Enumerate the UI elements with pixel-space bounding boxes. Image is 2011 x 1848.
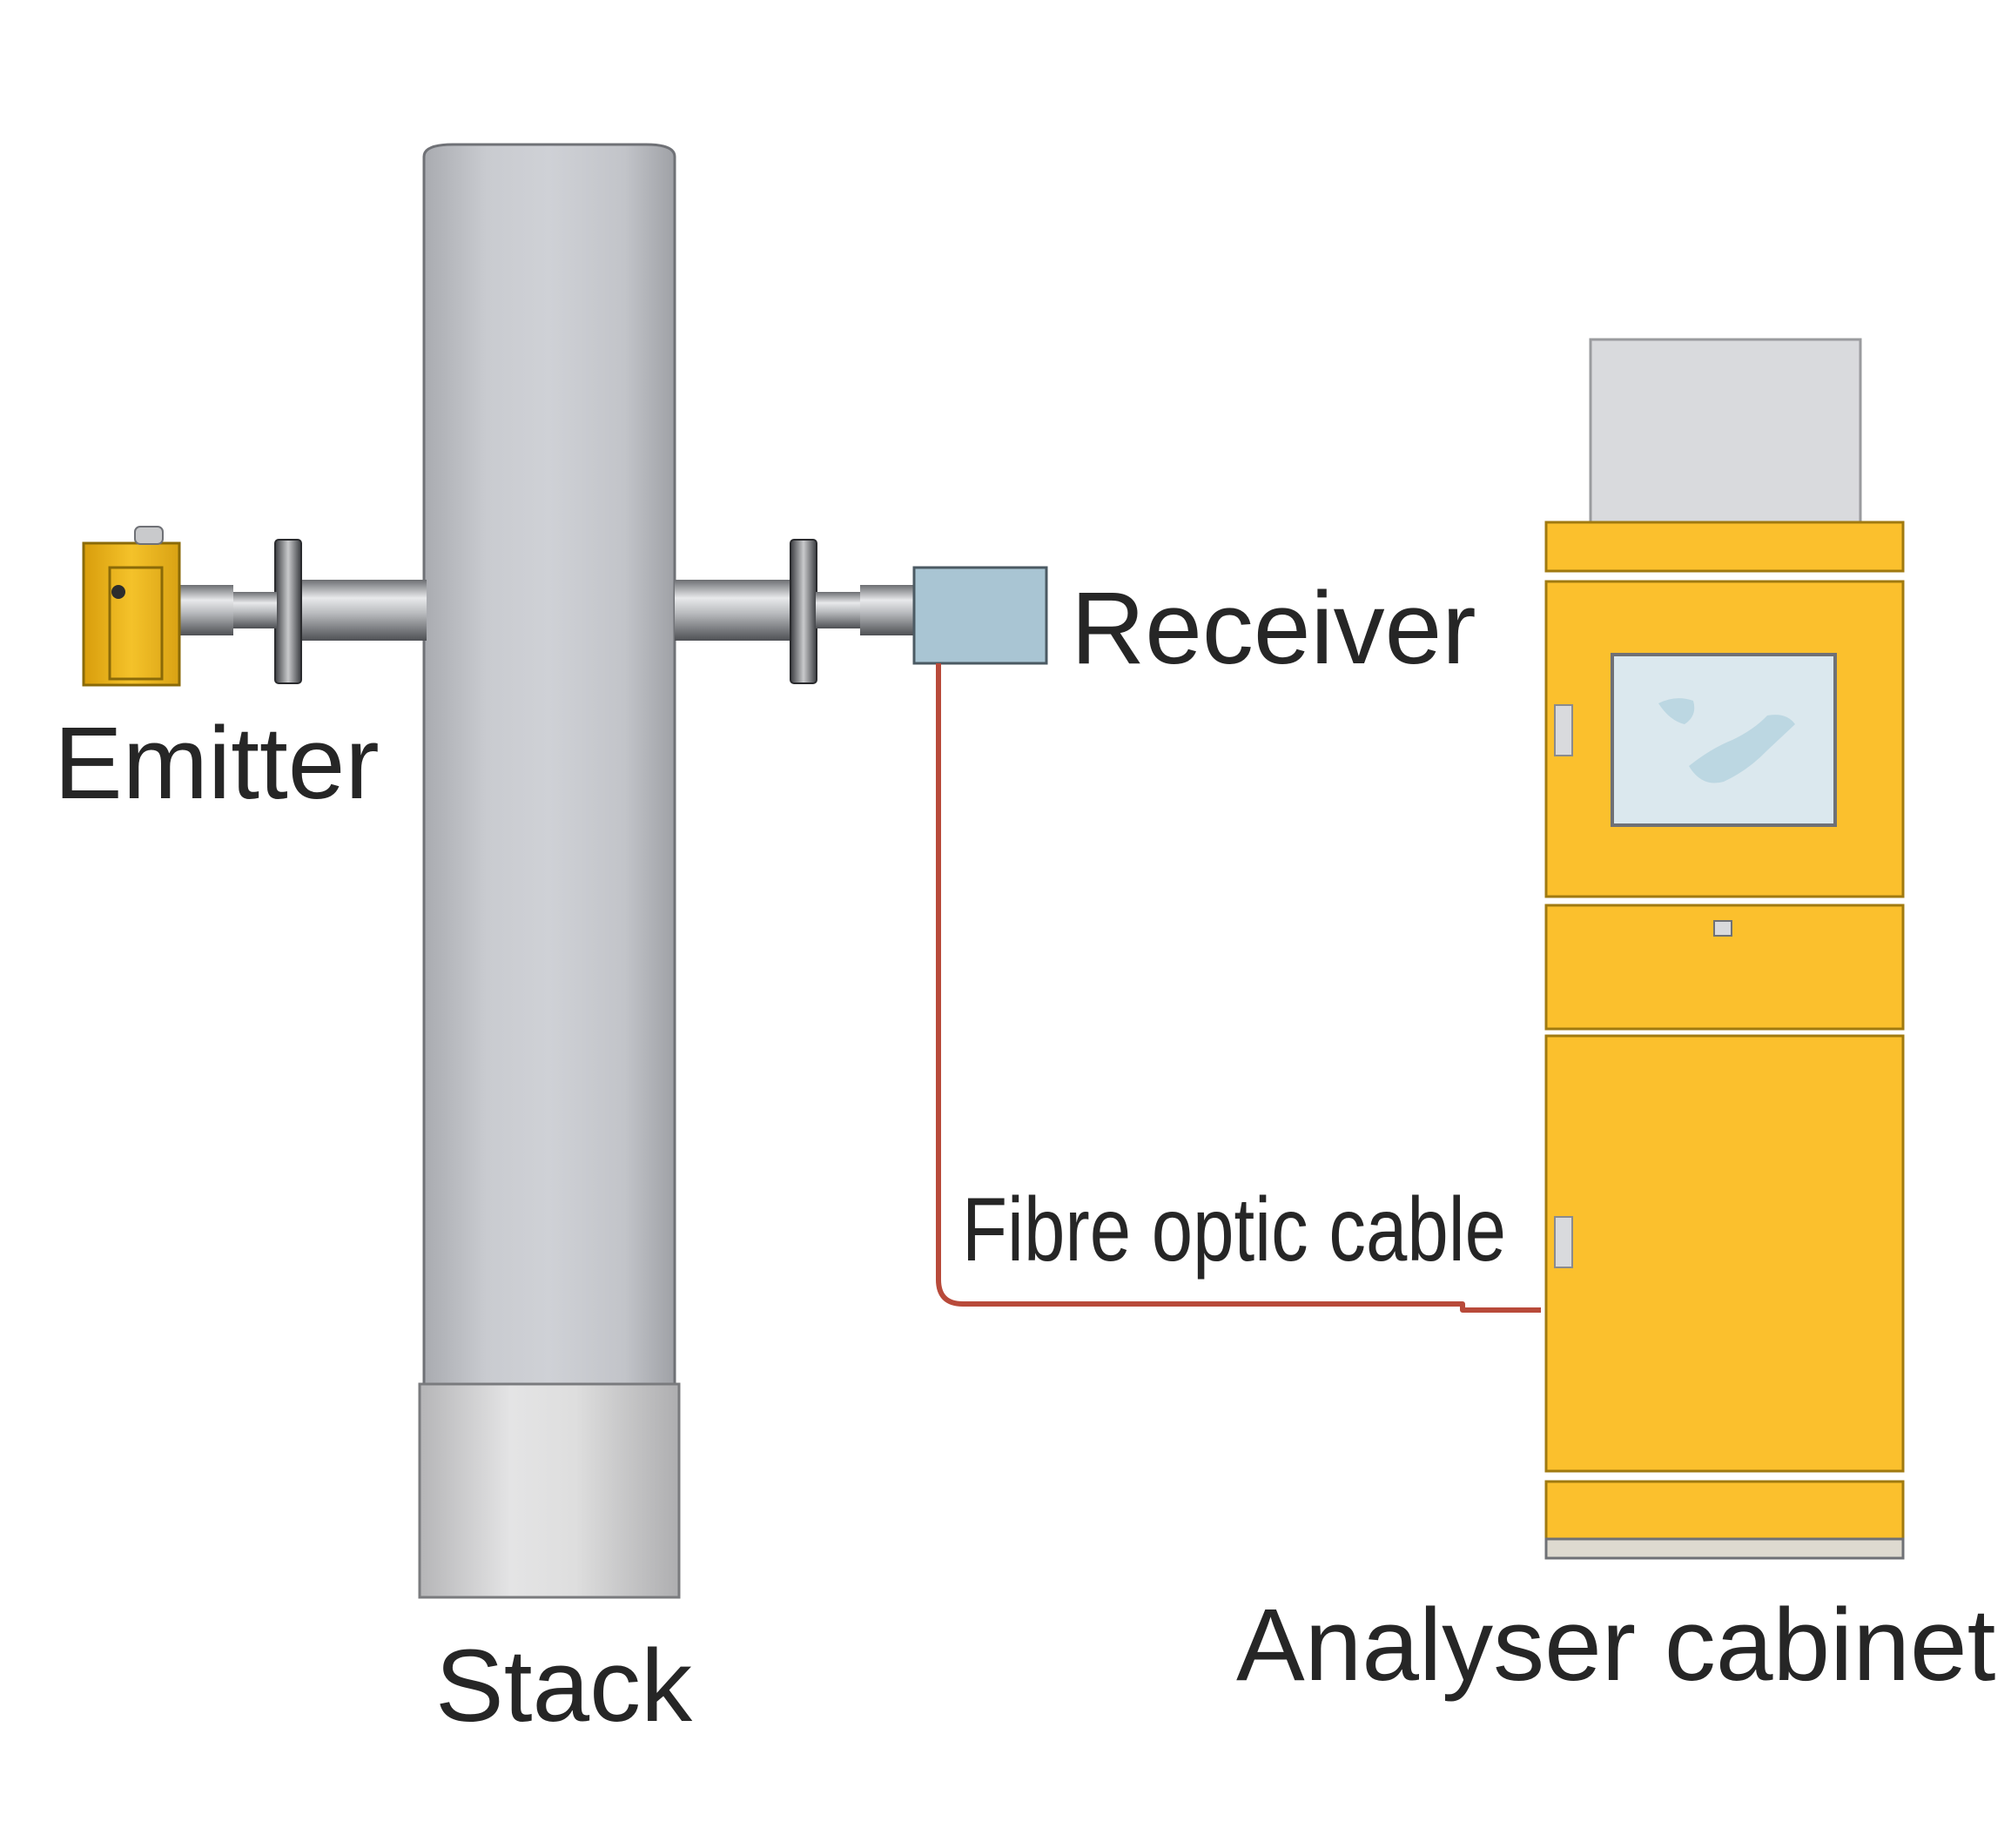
right-flange [790,539,817,684]
fibre-optic-cable-label: Fibre optic cable [962,1179,1506,1280]
left-coupling [232,592,277,628]
cabinet-screen-map [1658,698,1795,783]
analyser-cabinet-icon [1544,338,1905,1560]
right-connector [860,585,914,635]
emitter-unit-icon [82,526,181,687]
left-pipe [300,580,427,641]
emitter-label: Emitter [54,706,380,821]
receiver-box-icon [912,566,1048,665]
stack-base [418,1382,681,1599]
emitter-mount [179,539,427,684]
cabinet-plinth [1544,1480,1905,1541]
cabinet-cap [1544,521,1905,573]
stack-label: Stack [435,1629,693,1744]
cabinet-top-box [1589,338,1862,524]
analyser-cabinet-label: Analyser cabinet [1236,1588,1995,1703]
fibre-optic-cable-line [936,663,1541,1313]
left-connector [179,585,233,635]
cabinet-lower-handle [1554,1216,1573,1268]
stack [418,143,681,1599]
receiver-mount [675,539,914,684]
right-coupling [816,592,861,628]
cabinet-foot [1544,1537,1905,1560]
left-flange [274,539,302,684]
receiver-label: Receiver [1071,571,1476,686]
cabinet-lower-door [1544,1034,1905,1473]
stack-body [422,143,676,1386]
cabinet-middle-lock [1713,920,1732,937]
cabinet-upper-handle [1554,704,1573,756]
right-pipe [675,580,792,641]
cabinet-screen [1611,653,1837,827]
